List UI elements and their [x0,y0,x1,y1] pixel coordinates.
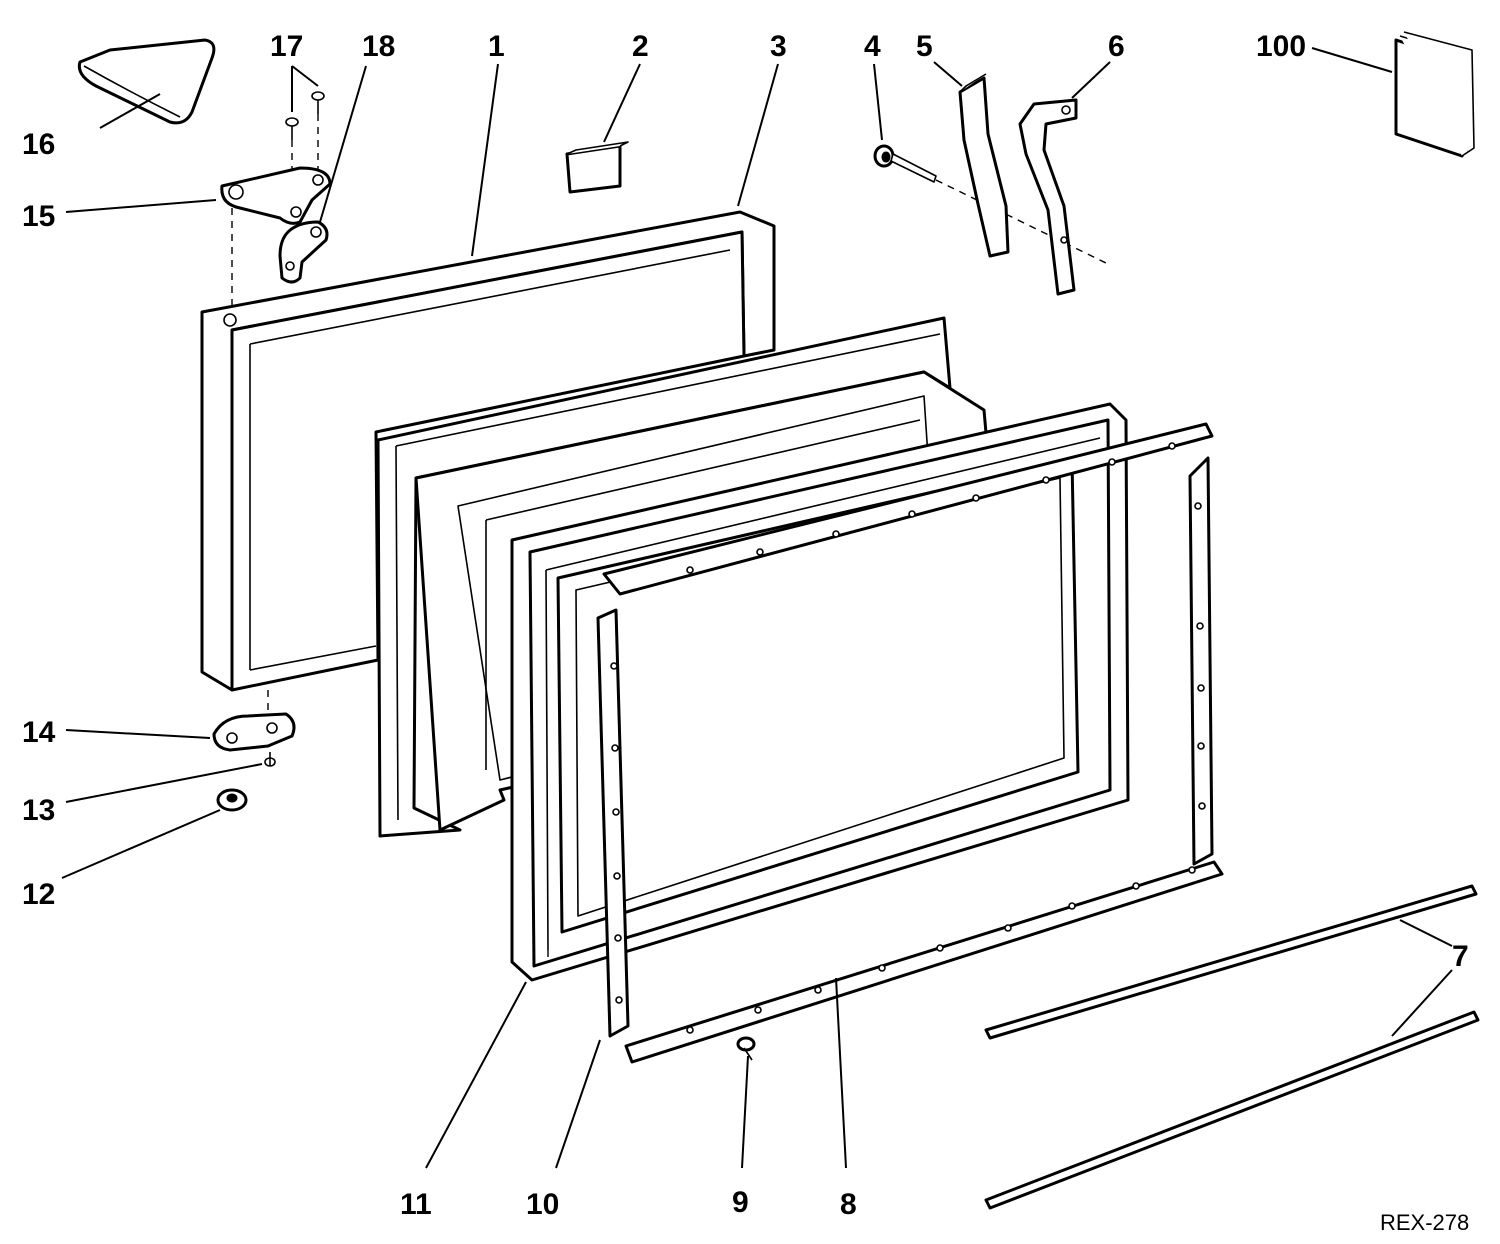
callout-100: 100 [1256,30,1306,63]
part-9-screw [736,1036,756,1061]
part-5-bracket [958,73,1010,258]
callout-17: 17 [270,30,303,63]
callout-2: 2 [632,30,649,63]
drawing-code: REX-278 [1380,1210,1469,1235]
callout-6: 6 [1108,30,1125,63]
part-13-screw [264,752,276,767]
callout-12: 12 [22,878,55,911]
callout-18: 18 [362,30,395,63]
callout-4: 4 [864,30,881,63]
part-16-triangular-cover [77,38,216,125]
retainer-strip-right [1188,456,1214,866]
callout-11: 11 [400,1188,432,1221]
part-1-outer-door-panel [200,210,776,710]
callout-15: 15 [22,200,55,233]
callout-8: 8 [840,1188,857,1221]
part-18-hinge-bracket [278,220,329,284]
callout-10: 10 [526,1188,559,1221]
callouts: 1 2 3 4 5 6 7 8 9 10 11 12 13 14 15 16 1… [22,30,1469,1221]
callout-14: 14 [22,716,56,749]
callout-13: 13 [22,794,55,827]
part-2-block [565,141,629,194]
part-4-bolt [873,144,1109,265]
part-10-retainer-strip-left [596,608,630,1038]
part-15-hinge-plate [220,166,332,312]
callout-7: 7 [1452,940,1469,973]
leader-lines [61,47,1453,1169]
part-6-bracket [1018,98,1078,296]
callout-1: 1 [488,30,505,63]
part-100-manual [1394,31,1475,158]
strip-holes [686,442,1176,574]
callout-5: 5 [916,30,933,63]
part-8-bottom-retainer-strip [624,860,1224,1064]
callout-3: 3 [770,30,787,63]
part-12-bushing [216,788,248,812]
part-14-lower-hinge [212,712,296,752]
part-7-rods [984,884,1480,1210]
callout-9: 9 [732,1186,749,1219]
retainer-strip-top [602,422,1214,596]
callout-16: 16 [22,128,55,161]
